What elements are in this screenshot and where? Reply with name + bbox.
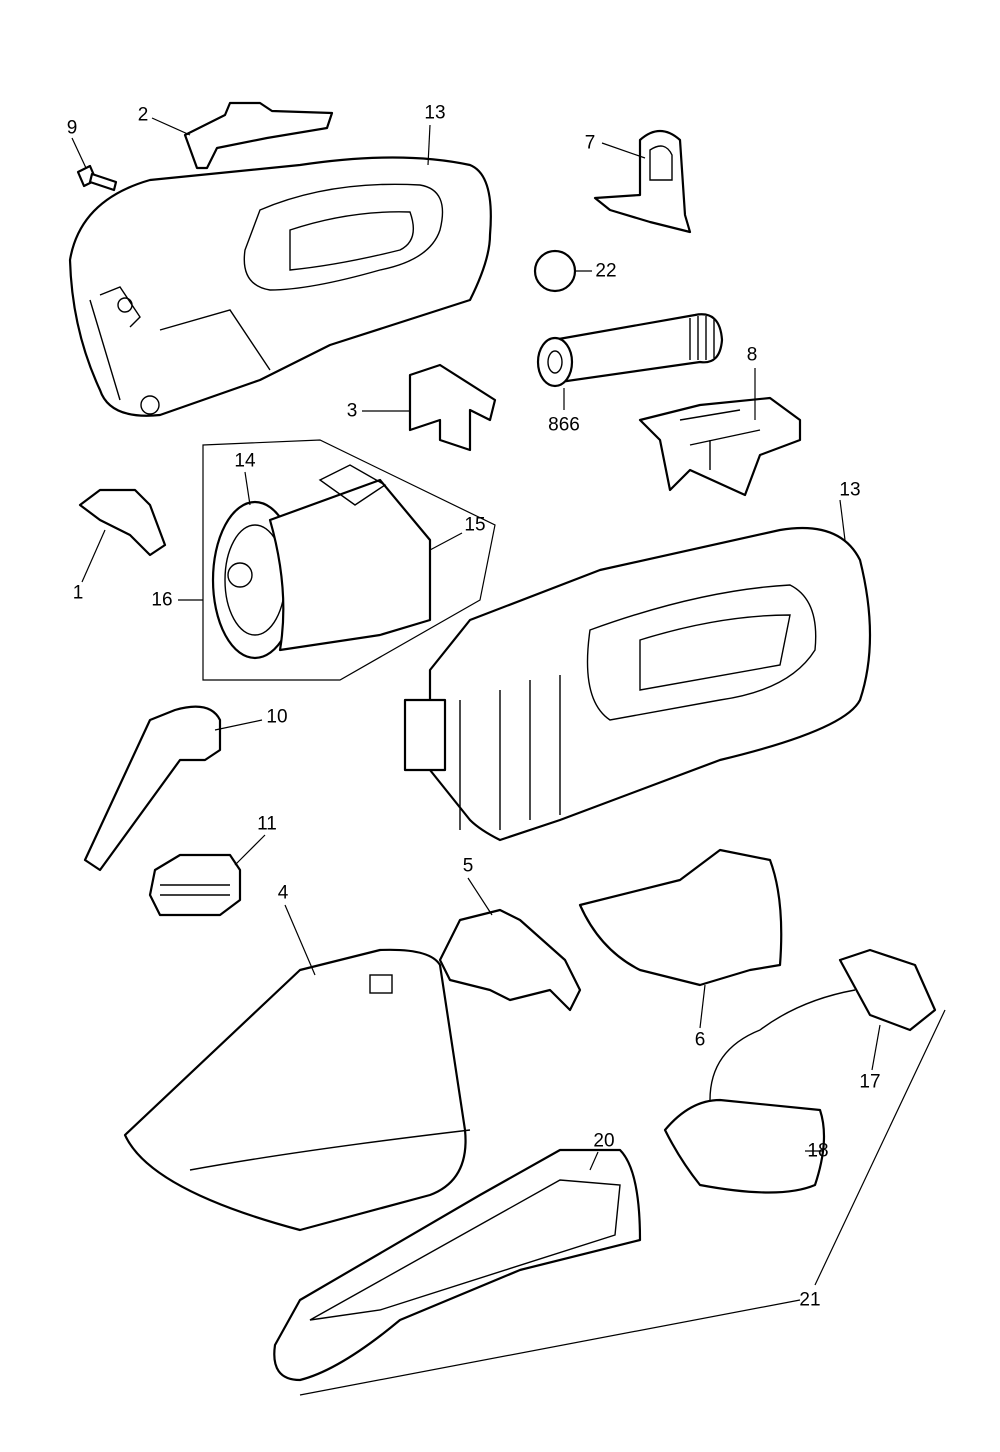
part-3-bracket — [362, 363, 497, 452]
label-3: 3 — [346, 400, 358, 422]
label-20: 20 — [593, 1130, 615, 1152]
part-8-battery-bracket — [638, 368, 802, 497]
part-1-switch — [78, 488, 167, 583]
label-7: 7 — [584, 132, 596, 154]
part-4-dust-bowl — [123, 904, 471, 1232]
part-22-cap — [533, 249, 592, 293]
label-13b: 13 — [839, 479, 861, 501]
label-13: 13 — [424, 102, 446, 124]
part-2-switch-clip — [151, 101, 334, 170]
label-866: 866 — [548, 414, 580, 436]
label-10: 10 — [266, 706, 288, 728]
part-9-screw — [71, 137, 118, 192]
part-866-battery — [536, 313, 724, 410]
part-10-crevice-tool — [83, 705, 263, 872]
part-7-latch — [593, 129, 692, 234]
label-5: 5 — [462, 855, 474, 877]
label-11: 11 — [257, 813, 277, 835]
label-14: 14 — [234, 450, 256, 472]
part-17-contacts — [709, 948, 937, 1101]
part-16-motor-assembly — [178, 439, 496, 681]
part-13-housing — [403, 499, 872, 842]
part-11-brush — [148, 834, 266, 917]
label-6: 6 — [694, 1029, 706, 1051]
label-16: 16 — [151, 589, 173, 611]
part-6-filter — [578, 848, 783, 1029]
part-5-filter-holder — [438, 877, 582, 1012]
label-1: 1 — [72, 582, 84, 604]
part-21-leaders — [299, 1009, 946, 1396]
part-20-charging-base — [273, 1148, 642, 1382]
part-18-charger-adapter — [663, 1098, 826, 1194]
label-2: 2 — [137, 104, 149, 126]
label-17: 17 — [859, 1071, 881, 1093]
label-22: 22 — [595, 260, 617, 282]
label-8: 8 — [746, 344, 758, 366]
label-21: 21 — [799, 1289, 821, 1311]
label-15: 15 — [464, 514, 486, 536]
label-9: 9 — [66, 117, 78, 139]
part-13-housing-half — [68, 124, 492, 417]
label-18: 18 — [807, 1140, 829, 1162]
label-4: 4 — [277, 882, 289, 904]
